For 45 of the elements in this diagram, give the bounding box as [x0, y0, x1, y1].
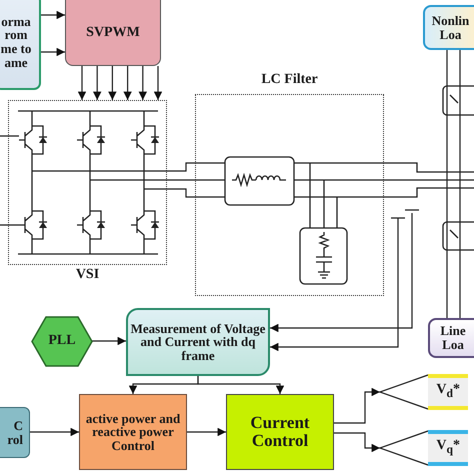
- arrow: [138, 66, 147, 100]
- box-label: V$_{q}$*: [436, 439, 460, 457]
- wire: [446, 50, 448, 318]
- arrow: [123, 66, 132, 100]
- process-box: [0, 407, 30, 458]
- box-label: PLL: [48, 334, 76, 349]
- arrow: [187, 428, 226, 436]
- arrow: [92, 336, 126, 346]
- process-box: [226, 394, 334, 470]
- arrow: [197, 376, 284, 394]
- arrow: [270, 218, 399, 352]
- process-box: [79, 394, 187, 470]
- reference-block: [380, 374, 468, 410]
- arrow: [41, 48, 65, 56]
- arrow: [93, 66, 102, 100]
- wire: [167, 179, 195, 181]
- process-box: [428, 318, 474, 358]
- arrow: [334, 432, 380, 452]
- process-box: [0, 0, 41, 90]
- box-label: Measurement of Voltage and Current with dq frame: [130, 322, 266, 362]
- arrow: [108, 66, 117, 100]
- process-box: [126, 308, 270, 376]
- arrow: [154, 66, 162, 100]
- wire: [167, 162, 195, 172]
- box-label: orma rom me to ame: [0, 14, 32, 70]
- box-label: Line Loa: [440, 324, 466, 352]
- hexagon-node: [32, 317, 92, 366]
- box-label: active power and reactive power Control: [84, 412, 182, 452]
- box-label: VSI: [76, 268, 100, 283]
- wire: [459, 50, 461, 318]
- box-label: Nonlin Loa: [432, 14, 470, 42]
- box-label: Current Control: [249, 414, 311, 450]
- arrow: [334, 388, 380, 424]
- reference-block: [380, 430, 468, 466]
- box-label: C rol: [7, 418, 23, 446]
- arrow: [41, 10, 65, 20]
- process-box: [65, 0, 161, 66]
- box-label: SVPWM: [86, 26, 140, 40]
- box-label: V$_{d}$*: [436, 383, 460, 401]
- process-box: [423, 5, 474, 50]
- arrow: [30, 428, 79, 436]
- arrow: [78, 66, 86, 100]
- arrow: [270, 213, 413, 332]
- wire: [167, 188, 195, 198]
- box-label: LC Filter: [261, 73, 318, 88]
